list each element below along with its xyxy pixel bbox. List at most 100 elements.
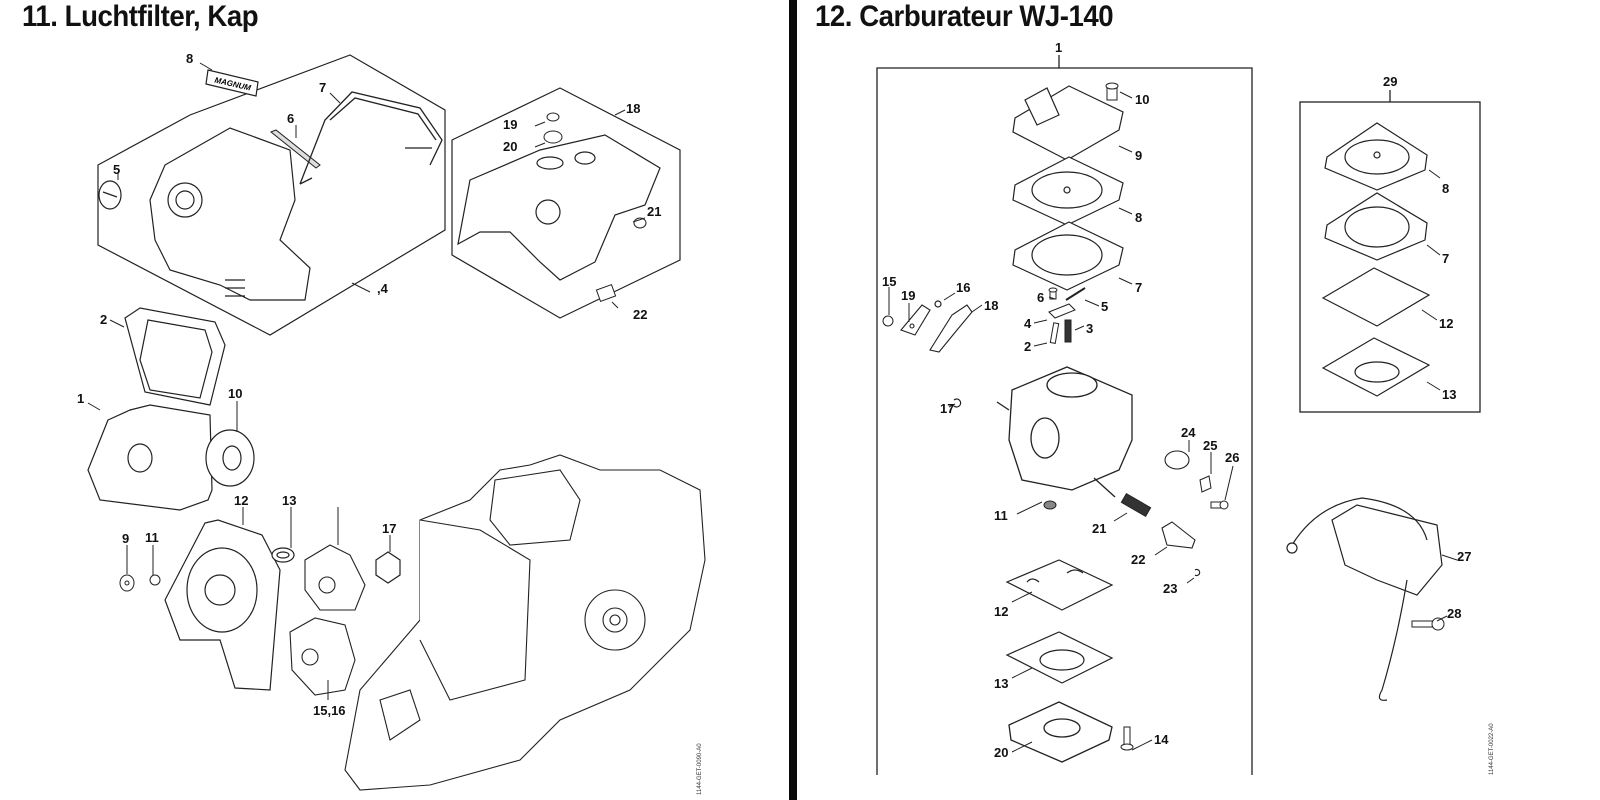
callout-13[interactable]: 13: [994, 676, 1009, 691]
screw-15[interactable]: [882, 315, 894, 327]
callout-16[interactable]: 16: [956, 280, 971, 295]
washer-9[interactable]: [119, 574, 135, 592]
callout-3[interactable]: 3: [1086, 321, 1094, 336]
callout-6[interactable]: 6: [287, 111, 295, 126]
spring-3[interactable]: [1064, 319, 1072, 343]
callout-4[interactable]: ,4: [377, 281, 388, 296]
gasket-7[interactable]: [1012, 221, 1124, 291]
top-cover[interactable]: [149, 127, 311, 301]
callout-28[interactable]: 28: [1447, 606, 1462, 621]
callout-13[interactable]: 13: [282, 493, 297, 508]
group-callout-1[interactable]: 1: [1055, 40, 1063, 55]
group-callout-29[interactable]: 29: [1383, 74, 1398, 89]
callout-9[interactable]: 9: [1135, 148, 1143, 163]
fuel-pump-base-20[interactable]: [1008, 701, 1113, 763]
callout-6[interactable]: 6: [1037, 290, 1045, 305]
clip-22[interactable]: [595, 283, 617, 303]
callout-5[interactable]: 5: [113, 162, 121, 177]
screw-28[interactable]: [1411, 617, 1445, 631]
screw-10[interactable]: [1105, 82, 1119, 101]
carburetor-body[interactable]: [996, 366, 1133, 498]
callout-21[interactable]: 21: [647, 204, 662, 219]
gasket-13[interactable]: [1005, 631, 1114, 684]
gasket-12[interactable]: [1005, 559, 1114, 611]
callout-10[interactable]: 10: [228, 386, 243, 401]
callout-26[interactable]: 26: [1225, 450, 1240, 465]
pre-filter-ring[interactable]: [124, 307, 226, 406]
callout-21[interactable]: 21: [1092, 521, 1107, 536]
grommet-20[interactable]: [543, 130, 563, 144]
callout-17[interactable]: 17: [940, 401, 955, 416]
clip-23[interactable]: [1194, 568, 1201, 577]
carburetor-upper[interactable]: [304, 544, 366, 611]
callout-11[interactable]: 11: [994, 508, 1008, 523]
seal-strip[interactable]: [270, 129, 321, 169]
kit-callout-8[interactable]: 8: [1442, 181, 1450, 196]
clip-16[interactable]: [934, 300, 942, 308]
callout-8[interactable]: 8: [1135, 210, 1143, 225]
callout-10[interactable]: 10: [1135, 92, 1150, 107]
callout-7[interactable]: 7: [319, 80, 327, 95]
screw-6[interactable]: [1048, 287, 1058, 300]
callout-18[interactable]: 18: [626, 101, 641, 116]
callout-1[interactable]: 1: [77, 391, 85, 406]
gasket-13[interactable]: [271, 547, 295, 563]
callout-25[interactable]: 25: [1203, 438, 1218, 453]
filter-base[interactable]: [164, 519, 281, 691]
plate-19[interactable]: [900, 304, 931, 336]
callout-5[interactable]: 5: [1101, 299, 1109, 314]
callout-12[interactable]: 12: [234, 493, 249, 508]
screw-14[interactable]: [1120, 726, 1134, 751]
clip-17[interactable]: [953, 398, 962, 408]
bracket-22[interactable]: [1161, 521, 1196, 549]
callout-18[interactable]: 18: [984, 298, 999, 313]
callout-20[interactable]: 20: [994, 745, 1009, 760]
callout-14[interactable]: 14: [1154, 732, 1169, 747]
callout-20[interactable]: 20: [503, 139, 518, 154]
callout-7[interactable]: 7: [1135, 280, 1143, 295]
engine-shroud[interactable]: [457, 134, 661, 281]
ignition-module-27[interactable]: [1286, 497, 1443, 701]
kit-diaphragm-8[interactable]: [1324, 122, 1428, 191]
filter-adapter[interactable]: [205, 429, 255, 487]
grommet-19[interactable]: [546, 112, 560, 122]
callout-15[interactable]: 15: [882, 274, 897, 289]
screen-11[interactable]: [1043, 500, 1057, 510]
callout-19[interactable]: 19: [901, 288, 916, 303]
kit-gasket-7[interactable]: [1324, 192, 1428, 261]
callout-12[interactable]: 12: [994, 604, 1009, 619]
gasket-ring-17[interactable]: [375, 551, 401, 584]
callout-2[interactable]: 2: [1024, 339, 1032, 354]
callout-19[interactable]: 19: [503, 117, 518, 132]
callout-22[interactable]: 22: [633, 307, 648, 322]
carburetor-lower[interactable]: [289, 617, 356, 696]
bracket-25[interactable]: [1199, 475, 1212, 493]
diaphragm-8[interactable]: [1012, 156, 1124, 226]
callout-24[interactable]: 24: [1181, 425, 1196, 440]
pump-cover-9[interactable]: [1012, 85, 1124, 161]
callout-15-16[interactable]: 15,16: [313, 703, 346, 718]
needle-2[interactable]: [1049, 322, 1060, 344]
handle-frame[interactable]: [299, 91, 443, 185]
twist-lock[interactable]: [98, 180, 122, 210]
kit-gasket-13[interactable]: [1321, 337, 1431, 397]
callout-4[interactable]: 4: [1024, 316, 1032, 331]
callout-9[interactable]: 9: [122, 531, 130, 546]
callout-11[interactable]: 11: [145, 530, 159, 545]
callout-2[interactable]: 2: [100, 312, 108, 327]
spring-21[interactable]: [1120, 492, 1152, 518]
magnum-decal[interactable]: MAGNUM: [205, 69, 259, 97]
callout-27[interactable]: 27: [1457, 549, 1472, 564]
fitting-24[interactable]: [1164, 450, 1190, 470]
callout-17[interactable]: 17: [382, 521, 397, 536]
nut-11[interactable]: [149, 574, 161, 586]
lever-4[interactable]: [1048, 303, 1076, 319]
kit-callout-13[interactable]: 13: [1442, 387, 1457, 402]
screw-26[interactable]: [1210, 500, 1229, 510]
pin-5[interactable]: [1065, 287, 1086, 301]
lever-18[interactable]: [929, 304, 973, 353]
kit-gasket-12[interactable]: [1321, 267, 1431, 327]
kit-callout-12[interactable]: 12: [1439, 316, 1454, 331]
kit-callout-7[interactable]: 7: [1442, 251, 1450, 266]
callout-23[interactable]: 23: [1163, 581, 1178, 596]
